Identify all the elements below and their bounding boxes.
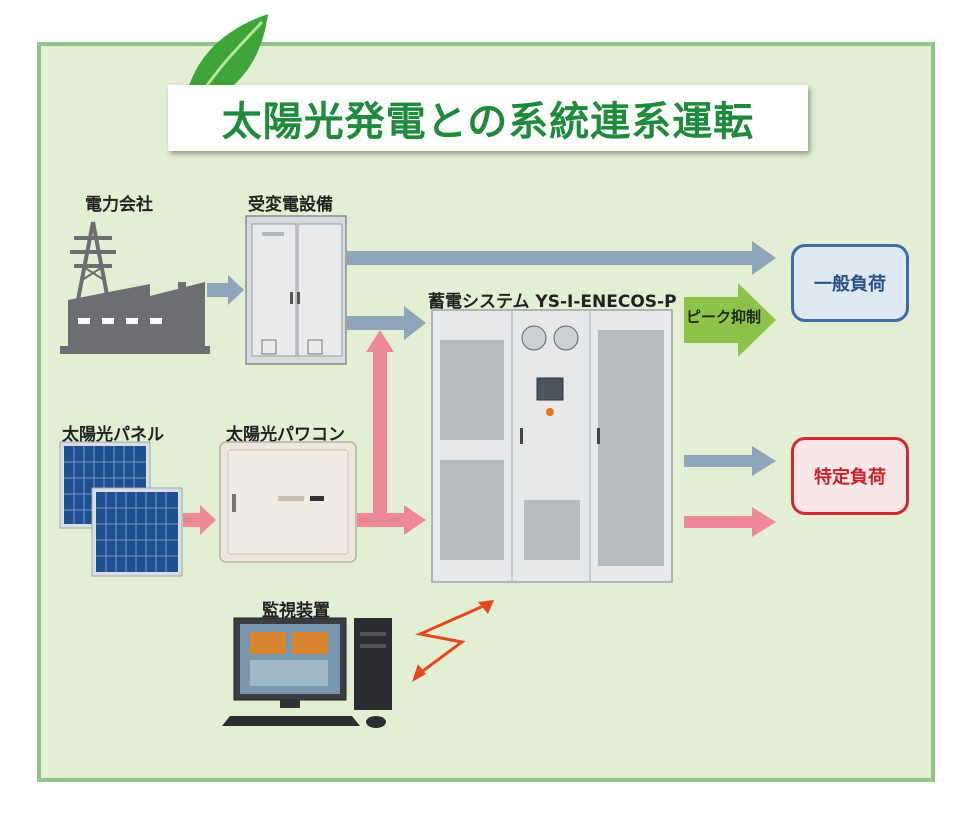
title-box: 太陽光発電との系統連系運転 <box>168 85 808 151</box>
communication-signal-icon <box>414 602 489 678</box>
storage-system-cabinet <box>431 309 673 583</box>
substation-cabinet <box>245 215 347 365</box>
page-title: 太陽光発電との系統連系運転 <box>221 99 755 145</box>
label-monitor: 監視装置 <box>262 601 330 621</box>
label-storage-system: 蓄電システム YS-I-ENECOS-P <box>428 292 677 312</box>
peak-suppression-arrow <box>684 283 776 357</box>
solar-pcs-unit <box>219 441 357 563</box>
solar-panel-icon <box>59 441 183 577</box>
specific-load-box: 特定負荷 <box>791 437 909 515</box>
label-solar-panel: 太陽光パネル <box>62 425 164 445</box>
label-power-company: 電力会社 <box>85 195 153 215</box>
solar-power-arrows <box>183 330 776 537</box>
peak-suppression-label: ピーク抑制 <box>686 308 762 326</box>
label-substation: 受変電設備 <box>248 195 333 215</box>
label-solar-pcs: 太陽光パワコン <box>226 425 345 445</box>
grid-power-arrows <box>207 241 776 476</box>
monitor-computer-icon <box>222 617 392 728</box>
specific-load-label: 特定負荷 <box>814 467 886 488</box>
power-plant-icon <box>60 221 210 354</box>
general-load-box: 一般負荷 <box>791 244 909 322</box>
general-load-label: 一般負荷 <box>814 274 886 295</box>
